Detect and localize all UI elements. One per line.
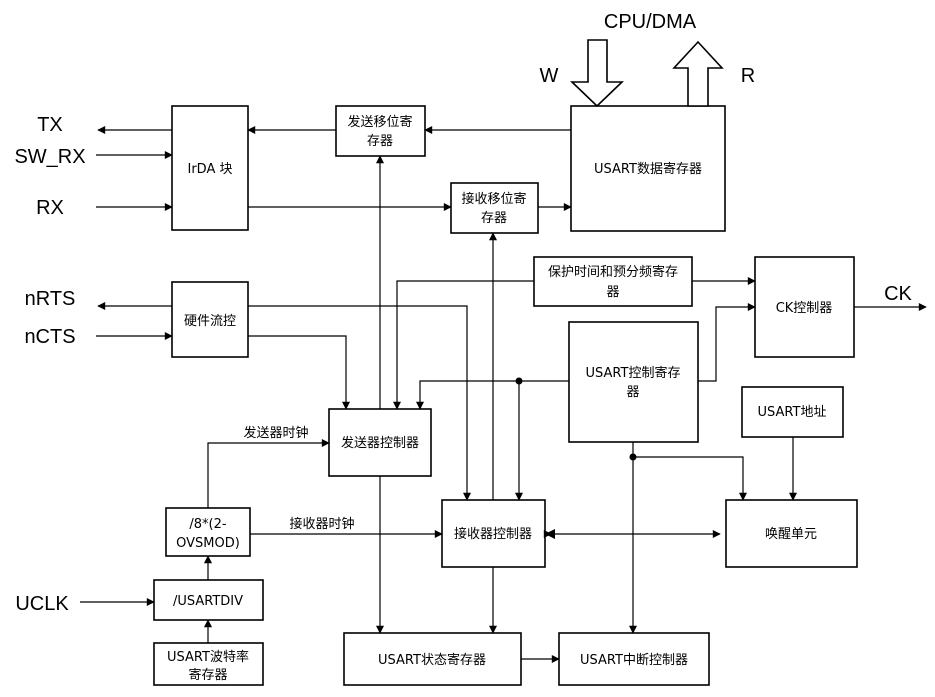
ncts-signal: nCTS (24, 326, 75, 348)
divide-8-ovsmod: /8*(2- OVSMOD) (165, 507, 251, 557)
svg-text:IrDA 块: IrDA 块 (188, 162, 233, 177)
svg-text:/8*(2-: /8*(2- (189, 517, 226, 532)
svg-text:USART地址: USART地址 (758, 405, 827, 420)
transmitter-controller: 发送器控制器 (328, 408, 432, 477)
sw-rx-signal: SW_RX (14, 146, 85, 168)
bidir-arrowhead (545, 529, 555, 539)
ck-signal: CK (884, 283, 912, 305)
svg-text:OVSMOD): OVSMOD) (176, 536, 240, 551)
usart-status-register: USART状态寄存器 (343, 632, 522, 686)
usart-data-register: USART数据寄存器 (570, 105, 726, 232)
svg-text:USART状态寄存器: USART状态寄存器 (378, 652, 486, 668)
svg-text:存器: 存器 (367, 134, 393, 149)
svg-text:器: 器 (606, 285, 619, 300)
connections (80, 126, 927, 663)
svg-text:寄存器: 寄存器 (188, 667, 227, 683)
tx-signal: TX (37, 114, 63, 136)
usart-address: USART地址 (741, 386, 844, 438)
receiver-controller: 接收器控制器 (441, 499, 546, 568)
svg-text:存器: 存器 (481, 211, 507, 226)
svg-text:USART中断控制器: USART中断控制器 (580, 653, 688, 668)
baud-rate-register: USART波特率 寄存器 (153, 642, 264, 686)
svg-text:接收移位寄: 接收移位寄 (461, 191, 526, 207)
wakeup-unit: 唤醒单元 (725, 499, 858, 568)
ck-controller: CK控制器 (754, 256, 855, 358)
write-bus-arrow (570, 39, 624, 108)
write-label: W (540, 65, 559, 87)
tx-clock-label: 发送器时钟 (243, 425, 308, 441)
read-label: R (741, 65, 755, 87)
svg-text:发送移位寄: 发送移位寄 (347, 114, 412, 130)
read-bus-arrow (672, 40, 724, 107)
irda-block: IrDA 块 (171, 105, 249, 231)
guard-prescaler-register: 保护时间和预分频寄存 器 (533, 256, 693, 307)
cpu-dma-label: CPU/DMA (604, 11, 697, 33)
nrts-signal: nRTS (25, 288, 76, 310)
svg-text:CK控制器: CK控制器 (776, 301, 833, 316)
tx-shift-register: 发送移位寄 存器 (335, 105, 426, 157)
usartdiv-block: /USARTDIV (153, 579, 264, 621)
rx-shift-register: 接收移位寄 存器 (450, 182, 539, 234)
usart-control-register: USART控制寄存 器 (568, 321, 699, 443)
svg-text:/USARTDIV: /USARTDIV (173, 594, 243, 609)
uclk-signal: UCLK (15, 593, 69, 615)
svg-text:硬件流控: 硬件流控 (184, 314, 236, 329)
svg-text:USART控制寄存: USART控制寄存 (586, 365, 681, 381)
hardware-flow-control: 硬件流控 (171, 281, 249, 358)
svg-text:USART波特率: USART波特率 (167, 649, 249, 665)
svg-text:接收器控制器: 接收器控制器 (454, 526, 532, 542)
rx-signal: RX (36, 197, 64, 219)
rx-clock-label: 接收器时钟 (289, 516, 354, 532)
usart-interrupt-controller: USART中断控制器 (558, 632, 710, 686)
svg-text:发送器控制器: 发送器控制器 (341, 435, 419, 451)
svg-text:USART数据寄存器: USART数据寄存器 (594, 161, 702, 177)
svg-text:保护时间和预分频寄存: 保护时间和预分频寄存 (548, 264, 678, 280)
svg-text:唤醒单元: 唤醒单元 (765, 527, 817, 542)
svg-text:器: 器 (626, 385, 639, 400)
